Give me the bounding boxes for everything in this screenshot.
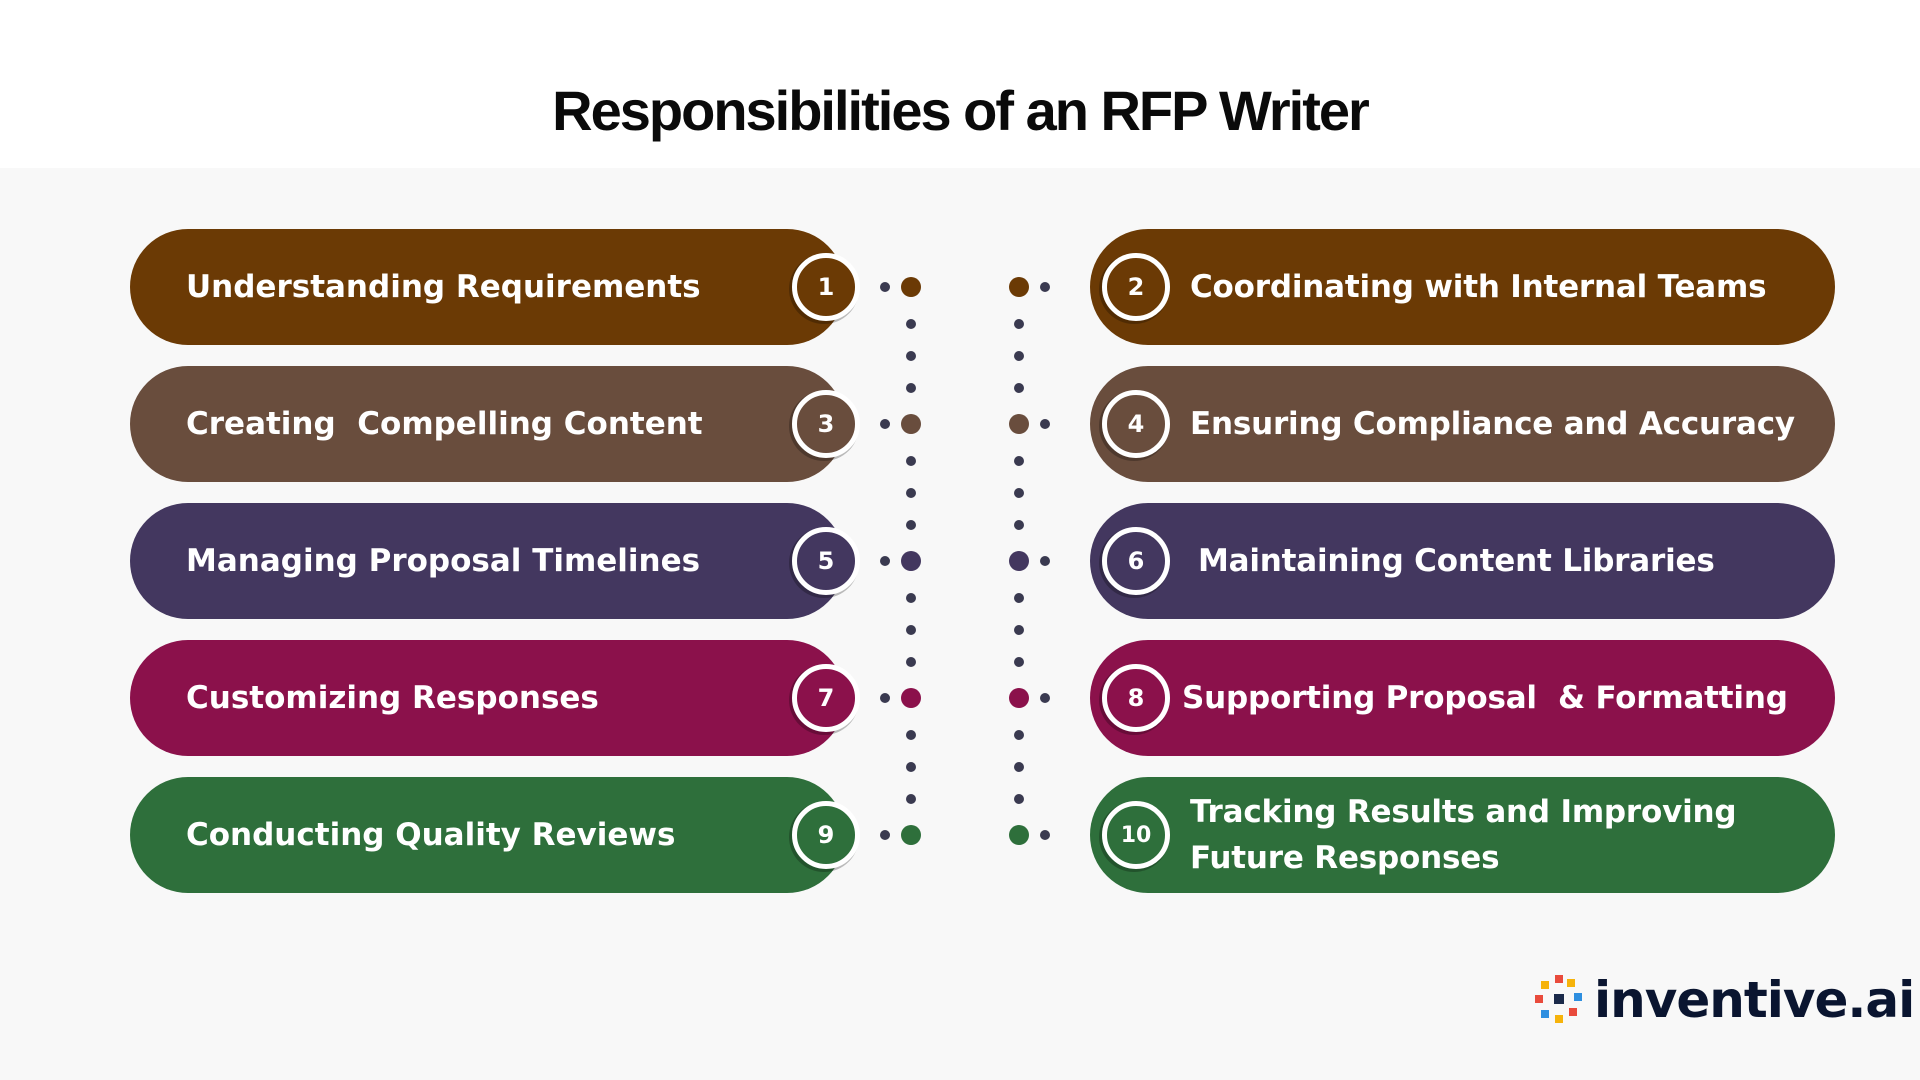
item-9-pill: Conducting Quality Reviews 9 (130, 777, 860, 893)
left-connector (880, 277, 921, 845)
item-10-label: Tracking Results and Improving Future Re… (1190, 794, 1747, 876)
brand-logo: inventive.ai (1532, 970, 1915, 1030)
item-7-number-badge: 7 (792, 664, 860, 732)
item-4-number-badge: 4 (1102, 390, 1170, 458)
item-6-number-badge: 6 (1102, 527, 1170, 595)
item-7-label: Customizing Responses (186, 680, 599, 716)
item-4-label: Ensuring Compliance and Accuracy (1190, 406, 1795, 442)
item-4-pill: 4 Ensuring Compliance and Accuracy (1090, 366, 1835, 482)
sparkle-pinwheel-icon (1535, 975, 1582, 1023)
item-9-label: Conducting Quality Reviews (186, 817, 676, 853)
item-1-pill: Understanding Requirements 1 (130, 229, 860, 345)
item-8-number-badge: 8 (1102, 664, 1170, 732)
item-5-label: Managing Proposal Timelines (186, 543, 701, 579)
item-2-label: Coordinating with Internal Teams (1190, 269, 1767, 305)
item-5-pill: Managing Proposal Timelines 5 (130, 503, 860, 619)
item-10-pill: 10 Tracking Results and Improving Future… (1090, 777, 1835, 893)
item-2-number-badge: 2 (1102, 253, 1170, 321)
item-10-number-badge: 10 (1102, 801, 1170, 869)
item-1-label: Understanding Requirements (186, 269, 701, 305)
item-3-number-badge: 3 (792, 390, 860, 458)
item-6-label: Maintaining Content Libraries (1198, 543, 1715, 579)
item-9-number-badge: 9 (792, 801, 860, 869)
item-3-label: Creating Compelling Content (186, 406, 703, 442)
brand-logo-text: inventive.ai (1594, 971, 1915, 1029)
title-band (0, 0, 1920, 168)
item-5-number-badge: 5 (792, 527, 860, 595)
item-2-pill: 2 Coordinating with Internal Teams (1090, 229, 1835, 345)
page-title: Responsibilities of an RFP Writer (552, 79, 1370, 142)
item-8-pill: 8 Supporting Proposal & Formatting (1090, 640, 1835, 756)
item-7-pill: Customizing Responses 7 (130, 640, 860, 756)
right-connector (1009, 277, 1050, 845)
item-8-label: Supporting Proposal & Formatting (1182, 680, 1788, 716)
item-3-pill: Creating Compelling Content 3 (130, 366, 860, 482)
item-1-number-badge: 1 (792, 253, 860, 321)
item-6-pill: 6 Maintaining Content Libraries (1090, 503, 1835, 619)
